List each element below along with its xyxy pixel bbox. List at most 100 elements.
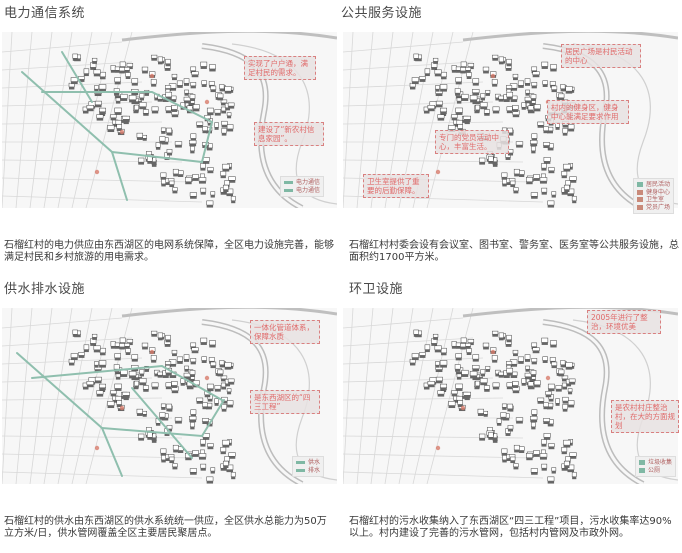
building [116,124,122,131]
building [189,146,195,154]
building [548,443,555,450]
building [221,120,228,128]
building [560,84,566,92]
building [157,56,163,65]
building [551,85,558,93]
building [142,134,147,141]
building [93,69,101,77]
building [172,444,179,453]
building [159,136,166,144]
building [491,79,498,87]
building [200,61,208,69]
building [537,121,545,128]
building [206,200,214,208]
building [151,106,159,114]
building [530,94,537,101]
building [174,141,183,148]
building [472,365,480,372]
building [427,380,435,388]
building [435,376,443,384]
building [99,71,106,80]
building [210,361,217,369]
panel-title: 供水排水设施 [4,282,86,297]
building [160,172,167,180]
legend-label: 居民活动 [646,181,671,188]
building [527,105,534,113]
building [68,82,75,90]
building [214,122,219,130]
building [200,463,207,471]
building [224,86,232,94]
building [424,68,431,77]
building [558,369,565,377]
building [439,360,448,368]
building [192,174,199,181]
building [189,468,197,475]
building [424,344,431,353]
building [210,467,216,474]
building [165,382,172,390]
building [550,340,557,348]
legend-item: 卫生室 [637,196,670,204]
building [115,97,121,104]
building [200,439,206,447]
building [99,347,106,356]
building [114,383,122,391]
building [91,333,98,340]
building [189,422,195,430]
building [530,468,538,475]
building [161,179,167,187]
building [113,88,120,96]
callout-coverage: 实现了户户通，满足村民的需求。 [244,56,316,80]
building [506,58,512,67]
callout-text: 居民广场是村民活动的中心 [565,47,633,65]
building [110,114,117,121]
building [222,460,229,469]
building [137,433,145,441]
legend-label: 党员广场 [646,203,671,211]
building [139,93,145,101]
building [136,132,143,140]
building [96,390,104,397]
building [228,176,236,183]
building [517,356,524,364]
building [561,447,568,455]
building [191,71,199,78]
building [563,439,571,448]
building [209,340,216,348]
building [176,356,183,364]
building [165,334,171,343]
panel-title: 环卫设施 [349,282,404,297]
building [457,400,463,407]
building [96,114,104,121]
building [190,133,197,141]
utility-network-line [16,352,225,477]
building [166,127,172,136]
building [220,171,227,179]
callout-text: 一体化管道体系，保障水质 [254,323,314,341]
building [506,367,514,376]
building [518,446,525,453]
building [461,93,469,101]
building [477,408,484,416]
panel-description: 石榴红村村委会设有会议室、图书室、警务室、医务室等公共服务设施，总面积约1700… [349,240,679,263]
building [189,370,196,377]
poi-marker [435,169,441,175]
building [542,356,548,363]
building [172,187,178,194]
building [479,378,488,386]
building [141,66,149,74]
building [125,72,131,79]
building [110,65,116,73]
building [568,378,576,385]
building [542,80,548,87]
building [434,69,442,77]
building [409,82,416,90]
building [94,100,102,108]
building [122,115,130,122]
building [483,109,490,116]
building [189,192,197,199]
building [70,353,78,361]
building [165,58,171,67]
building [565,86,573,94]
